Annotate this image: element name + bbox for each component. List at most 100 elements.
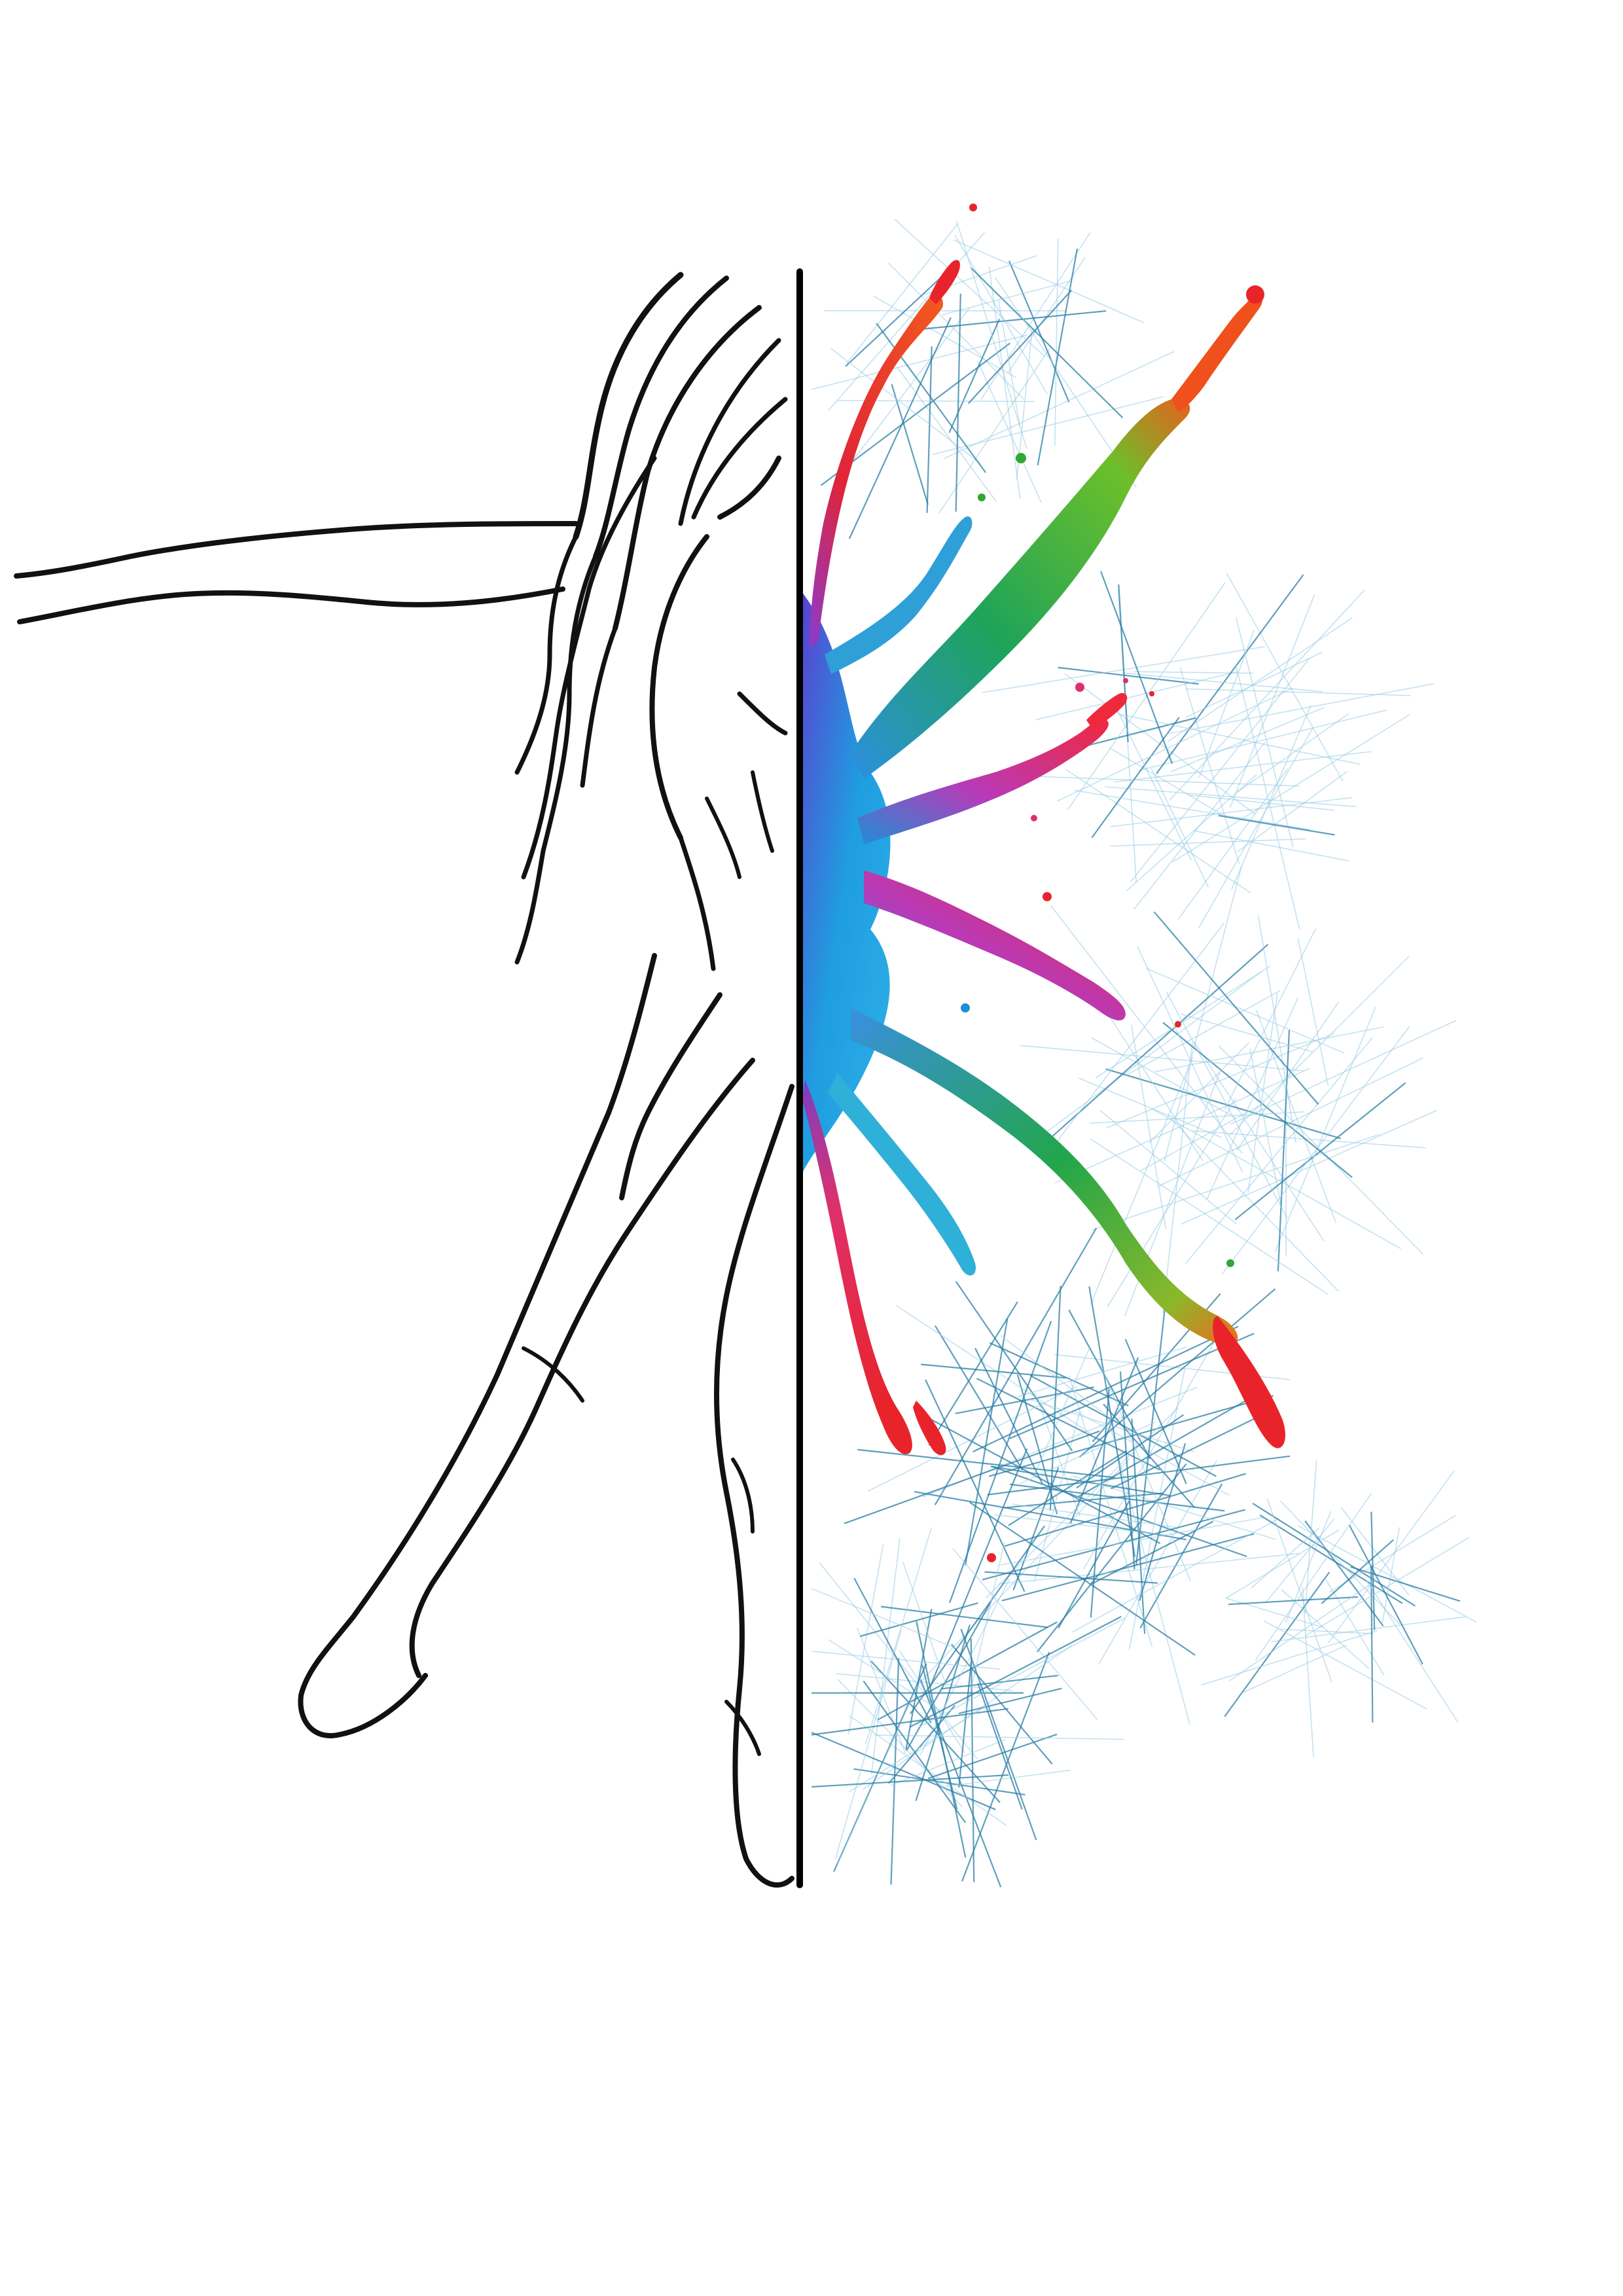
thread-line	[894, 219, 1045, 357]
thread-line	[1090, 1056, 1194, 1305]
thread-line	[1255, 1492, 1372, 1661]
thread-line	[1033, 1411, 1080, 1583]
thread-line	[1228, 1596, 1359, 1605]
thread-line	[1350, 1566, 1461, 1602]
thread-line	[980, 232, 1091, 400]
thread-line	[955, 1281, 1073, 1452]
thread-line	[919, 1412, 1161, 1545]
thread-line	[845, 267, 952, 367]
thread-line	[1134, 671, 1253, 674]
thread-line	[888, 262, 1025, 400]
thread-line	[942, 280, 1071, 315]
thread-line	[925, 1379, 1026, 1592]
thread-line	[988, 266, 1021, 499]
thread-line	[1382, 1527, 1400, 1623]
thread-line	[1304, 1537, 1469, 1637]
thread-line	[837, 1679, 963, 1808]
thread-line	[865, 1528, 932, 1745]
thread-line	[984, 1571, 1158, 1584]
thread-line	[1152, 1108, 1401, 1249]
thread-line	[1056, 687, 1293, 802]
thread-line	[1229, 956, 1410, 1136]
thread-line	[874, 1734, 1124, 1740]
thread-line	[1259, 1514, 1403, 1604]
thread-line	[1091, 1520, 1214, 1585]
thread-line	[1172, 713, 1410, 863]
thread-line	[1237, 770, 1348, 853]
thread-line	[1098, 1460, 1218, 1665]
thread-line	[896, 1305, 1092, 1435]
thread-line	[1122, 672, 1323, 692]
thread-line	[916, 1458, 1130, 1687]
thread-line	[974, 1348, 1044, 1484]
thread-line	[1297, 939, 1329, 1086]
thread-line	[847, 1544, 884, 1735]
thread-line	[1321, 1539, 1394, 1604]
thread-line	[967, 289, 1073, 404]
thread-line	[927, 1733, 1058, 1780]
thread-line	[899, 1650, 965, 1753]
thread-line	[1229, 594, 1315, 808]
thread-line	[1266, 1498, 1332, 1683]
thread-line	[1073, 1475, 1276, 1540]
thread-line	[937, 1769, 1071, 1788]
thread-line	[1110, 797, 1352, 827]
thread-line	[1124, 1338, 1187, 1484]
thread-line	[1186, 794, 1335, 811]
thread-line	[1297, 1525, 1476, 1623]
thread-line	[1128, 1368, 1186, 1650]
thread-line	[1247, 993, 1278, 1193]
thread-line	[1181, 1013, 1313, 1052]
paint-splash	[800, 204, 1286, 1562]
thread-line	[1181, 1109, 1438, 1225]
thread-line	[1166, 991, 1288, 1219]
thread-line	[1126, 774, 1257, 891]
thread-line	[1074, 789, 1311, 831]
thread-line	[1035, 671, 1238, 721]
thread-line	[1328, 1470, 1455, 1643]
thread-line	[1156, 574, 1304, 774]
thread-line	[1050, 905, 1243, 1154]
thread-line	[1140, 1102, 1266, 1172]
thread-line	[1111, 838, 1306, 847]
thread-line	[1162, 1043, 1193, 1314]
thread-line	[956, 221, 1027, 449]
thread-line	[1148, 1042, 1250, 1144]
splash-orange-upper-tip	[1171, 292, 1263, 412]
thread-line	[811, 1774, 1008, 1788]
thread-line	[918, 310, 1107, 331]
thread-line	[941, 1674, 1058, 1690]
thread-line	[972, 1325, 1239, 1453]
thread-line	[1078, 1077, 1222, 1138]
thread-line	[1365, 1579, 1458, 1723]
thread-line	[1236, 665, 1300, 929]
thread-line	[846, 223, 959, 364]
thread-line	[949, 1320, 1052, 1604]
thread-line	[1090, 1138, 1329, 1295]
thread-line	[1138, 709, 1387, 771]
thread-line	[994, 1514, 1168, 1536]
thread-line	[1111, 700, 1192, 861]
thread-line	[848, 317, 952, 539]
thread-line	[1058, 1501, 1130, 1629]
thread-line	[953, 239, 1144, 323]
splash-cyan-upper	[825, 516, 972, 674]
thread-line	[1016, 1346, 1187, 1398]
thread-line	[1105, 786, 1357, 808]
thread-line	[1193, 830, 1349, 862]
thread-line	[1006, 774, 1300, 787]
splash-magenta-lower	[864, 870, 1126, 1021]
thread-line	[934, 1325, 1024, 1471]
thread-line	[1201, 1630, 1378, 1686]
thread-line	[1139, 1443, 1186, 1602]
thread-line	[1278, 1628, 1374, 1634]
thread-line	[1170, 707, 1325, 772]
thread-line	[1348, 1524, 1423, 1665]
thread-line	[1000, 1516, 1264, 1566]
thread-line	[1010, 1483, 1225, 1512]
thread-line	[1251, 1527, 1320, 1588]
thread-line	[1072, 1518, 1279, 1633]
thread-line	[921, 1363, 1066, 1379]
thread-line	[951, 1643, 1053, 1765]
thread-line	[1153, 911, 1319, 1105]
